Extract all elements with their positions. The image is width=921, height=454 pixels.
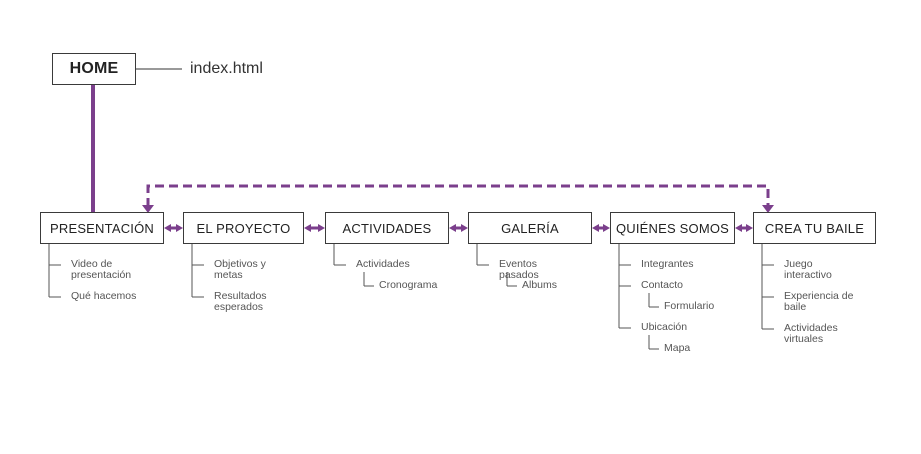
- arrowhead-right-icon: [176, 224, 183, 232]
- loop-arrowhead-right-icon: [762, 205, 774, 213]
- loop-dashed-connector: [146, 184, 770, 207]
- section-box-2: ACTIVIDADES: [325, 212, 449, 244]
- section-box-1: EL PROYECTO: [183, 212, 304, 244]
- section-box-5: CREA TU BAILE: [753, 212, 876, 244]
- grandchild-item: Mapa: [664, 342, 691, 354]
- section-box-3: GALERÍA: [468, 212, 592, 244]
- arrowhead-right-icon: [461, 224, 468, 232]
- child-item: Ubicación: [641, 321, 688, 333]
- section-label: ACTIVIDADES: [342, 220, 432, 236]
- arrowhead-right-icon: [746, 224, 753, 232]
- arrowhead-left-icon: [592, 224, 599, 232]
- arrowhead-left-icon: [164, 224, 171, 232]
- child-item: Experiencia de baile: [784, 290, 854, 313]
- child-item: Actividades: [356, 258, 410, 270]
- child-item: Objetivos y metas: [214, 258, 266, 281]
- grandchild-item: Formulario: [664, 300, 715, 312]
- grandchild-item: Albums: [522, 279, 558, 291]
- home-label: HOME: [69, 60, 119, 77]
- child-item: Integrantes: [641, 258, 694, 270]
- child-item: Video de presentación: [71, 258, 132, 281]
- home-box: HOME: [52, 53, 136, 85]
- child-item: Actividades virtuales: [784, 322, 838, 345]
- home-file-label: index.html: [190, 60, 263, 77]
- section-label: PRESENTACIÓN: [49, 220, 154, 236]
- child-item: Qué hacemos: [71, 290, 137, 302]
- section-label: EL PROYECTO: [196, 220, 291, 236]
- arrowhead-left-icon: [304, 224, 311, 232]
- child-item: Contacto: [641, 279, 684, 291]
- loop-arrowhead-left-icon: [142, 205, 154, 213]
- arrowhead-left-icon: [735, 224, 742, 232]
- child-item: Resultados esperados: [214, 290, 267, 313]
- child-item: Eventos pasados: [499, 258, 539, 281]
- child-item: Juego interactivo: [784, 258, 832, 281]
- grandchild-item: Cronograma: [379, 279, 438, 291]
- arrowhead-right-icon: [318, 224, 325, 232]
- arrowhead-left-icon: [449, 224, 456, 232]
- section-box-4: QUIÉNES SOMOS: [610, 212, 735, 244]
- section-box-0: PRESENTACIÓN: [40, 212, 164, 244]
- arrowhead-right-icon: [603, 224, 610, 232]
- section-label: CREA TU BAILE: [764, 220, 865, 236]
- section-label: GALERÍA: [501, 220, 559, 236]
- section-label: QUIÉNES SOMOS: [615, 220, 730, 236]
